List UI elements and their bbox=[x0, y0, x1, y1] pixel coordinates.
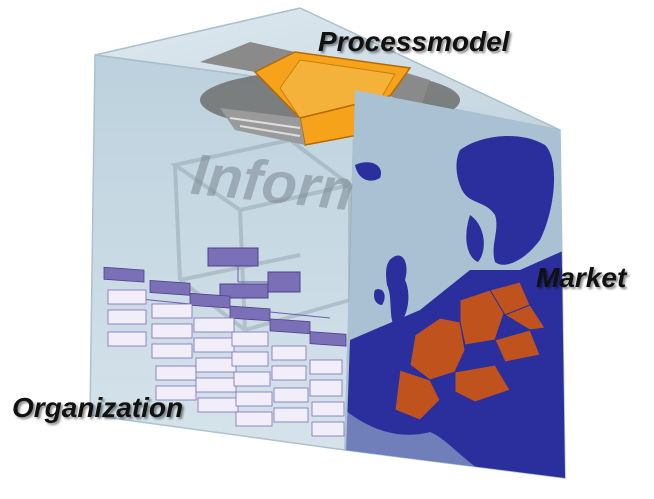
organization-label: Organization bbox=[12, 392, 184, 423]
org-chart-icon bbox=[103, 247, 347, 437]
market-label: Market bbox=[536, 262, 627, 293]
europe-map-icon bbox=[345, 90, 565, 478]
processmodel-label: Processmodel bbox=[318, 26, 510, 57]
